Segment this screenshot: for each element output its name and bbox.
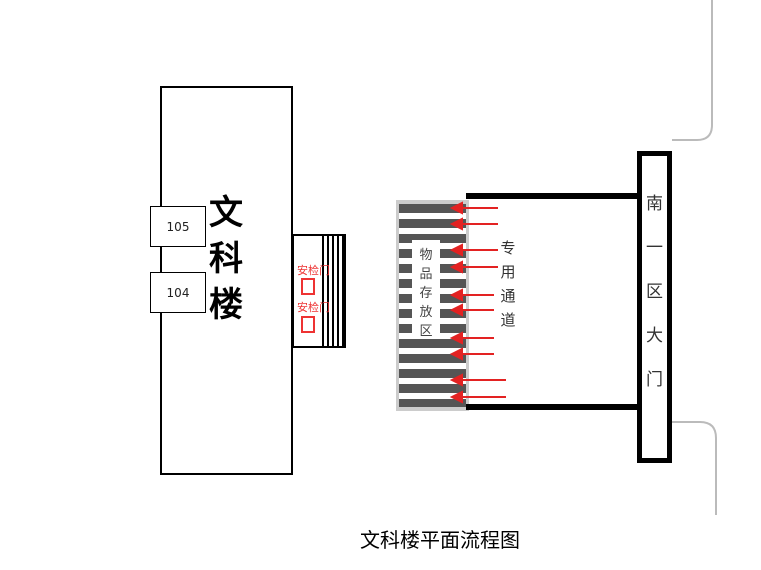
building-name: 文科楼 — [209, 193, 243, 325]
lane-wall-top — [466, 193, 638, 199]
room-105: 105 — [150, 206, 206, 247]
security-gate-label-1: 安检门 — [297, 264, 330, 277]
security-gate-1 — [301, 278, 315, 295]
lane-label-text: 专用通道 — [500, 239, 516, 329]
arrow-head — [449, 288, 463, 302]
arrow-head — [449, 201, 463, 215]
arrow-head — [449, 390, 463, 404]
arrow-head — [449, 303, 463, 317]
diagram-title: 文科楼平面流程图 — [360, 528, 520, 552]
lane-label: 专用通道 — [497, 236, 519, 332]
road-edge-bottom — [672, 421, 717, 515]
security-gate-label-2: 安检门 — [297, 301, 330, 314]
storage-label-text: 物品存放区 — [419, 248, 433, 339]
storage-label: 物品存放区 — [412, 240, 440, 339]
road-edge-top — [672, 0, 713, 141]
gate-label: 南一区大门 — [646, 194, 663, 390]
arrow-head — [449, 217, 463, 231]
lane-wall-bottom — [466, 404, 638, 410]
arrow-head — [449, 373, 463, 387]
room-104: 104 — [150, 272, 206, 313]
arrow-head — [449, 260, 463, 274]
arrow-head — [449, 243, 463, 257]
entrance-stairs — [322, 236, 344, 346]
security-gate-2 — [301, 316, 315, 333]
arrow-head — [449, 331, 463, 345]
south-gate: 南一区大门 — [637, 151, 672, 463]
arrow-head — [449, 347, 463, 361]
